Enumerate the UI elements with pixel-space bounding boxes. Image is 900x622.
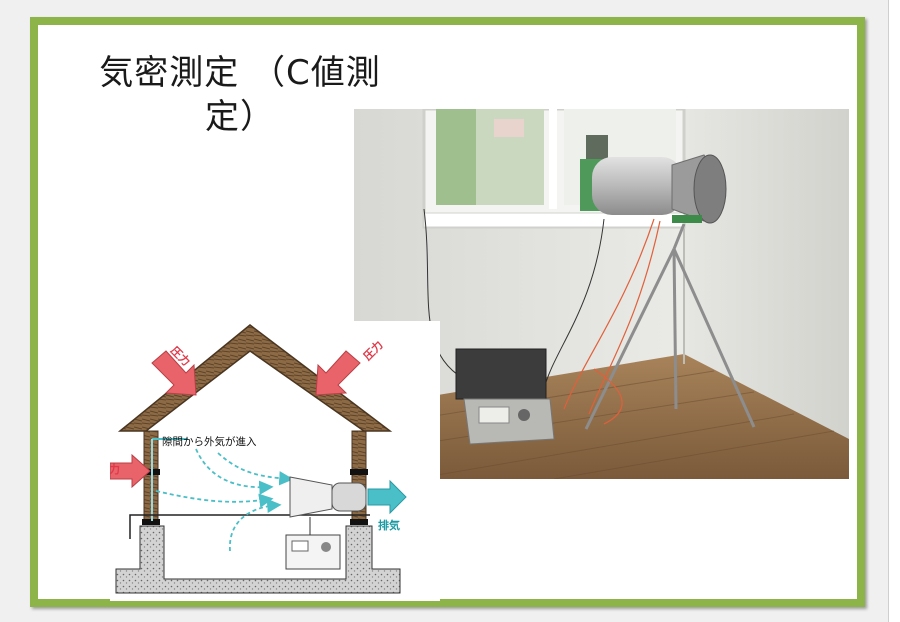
slide: 気密測定 （C値測定） — [30, 17, 865, 607]
roof — [117, 324, 393, 432]
gap-label: 隙間から外気が進入 — [162, 435, 257, 448]
exhaust-arrow-icon — [367, 479, 407, 515]
test-setup-photo — [354, 109, 849, 479]
blower-fan — [289, 476, 333, 518]
foundation — [115, 525, 401, 594]
exhaust-label: 排気 — [378, 518, 400, 532]
pressure-label-left: 圧力 — [110, 462, 120, 476]
pressure-label-top-right: 圧力 — [360, 338, 385, 363]
pressure-arrow-icon — [110, 350, 361, 489]
scrollbar-track[interactable] — [888, 0, 900, 622]
slide-title: 気密測定 （C値測定） — [99, 53, 381, 137]
airtightness-diagram: 圧力 圧力 圧力 隙間から外気が進入 排気 — [110, 321, 440, 601]
measuring-instrument — [285, 534, 341, 570]
